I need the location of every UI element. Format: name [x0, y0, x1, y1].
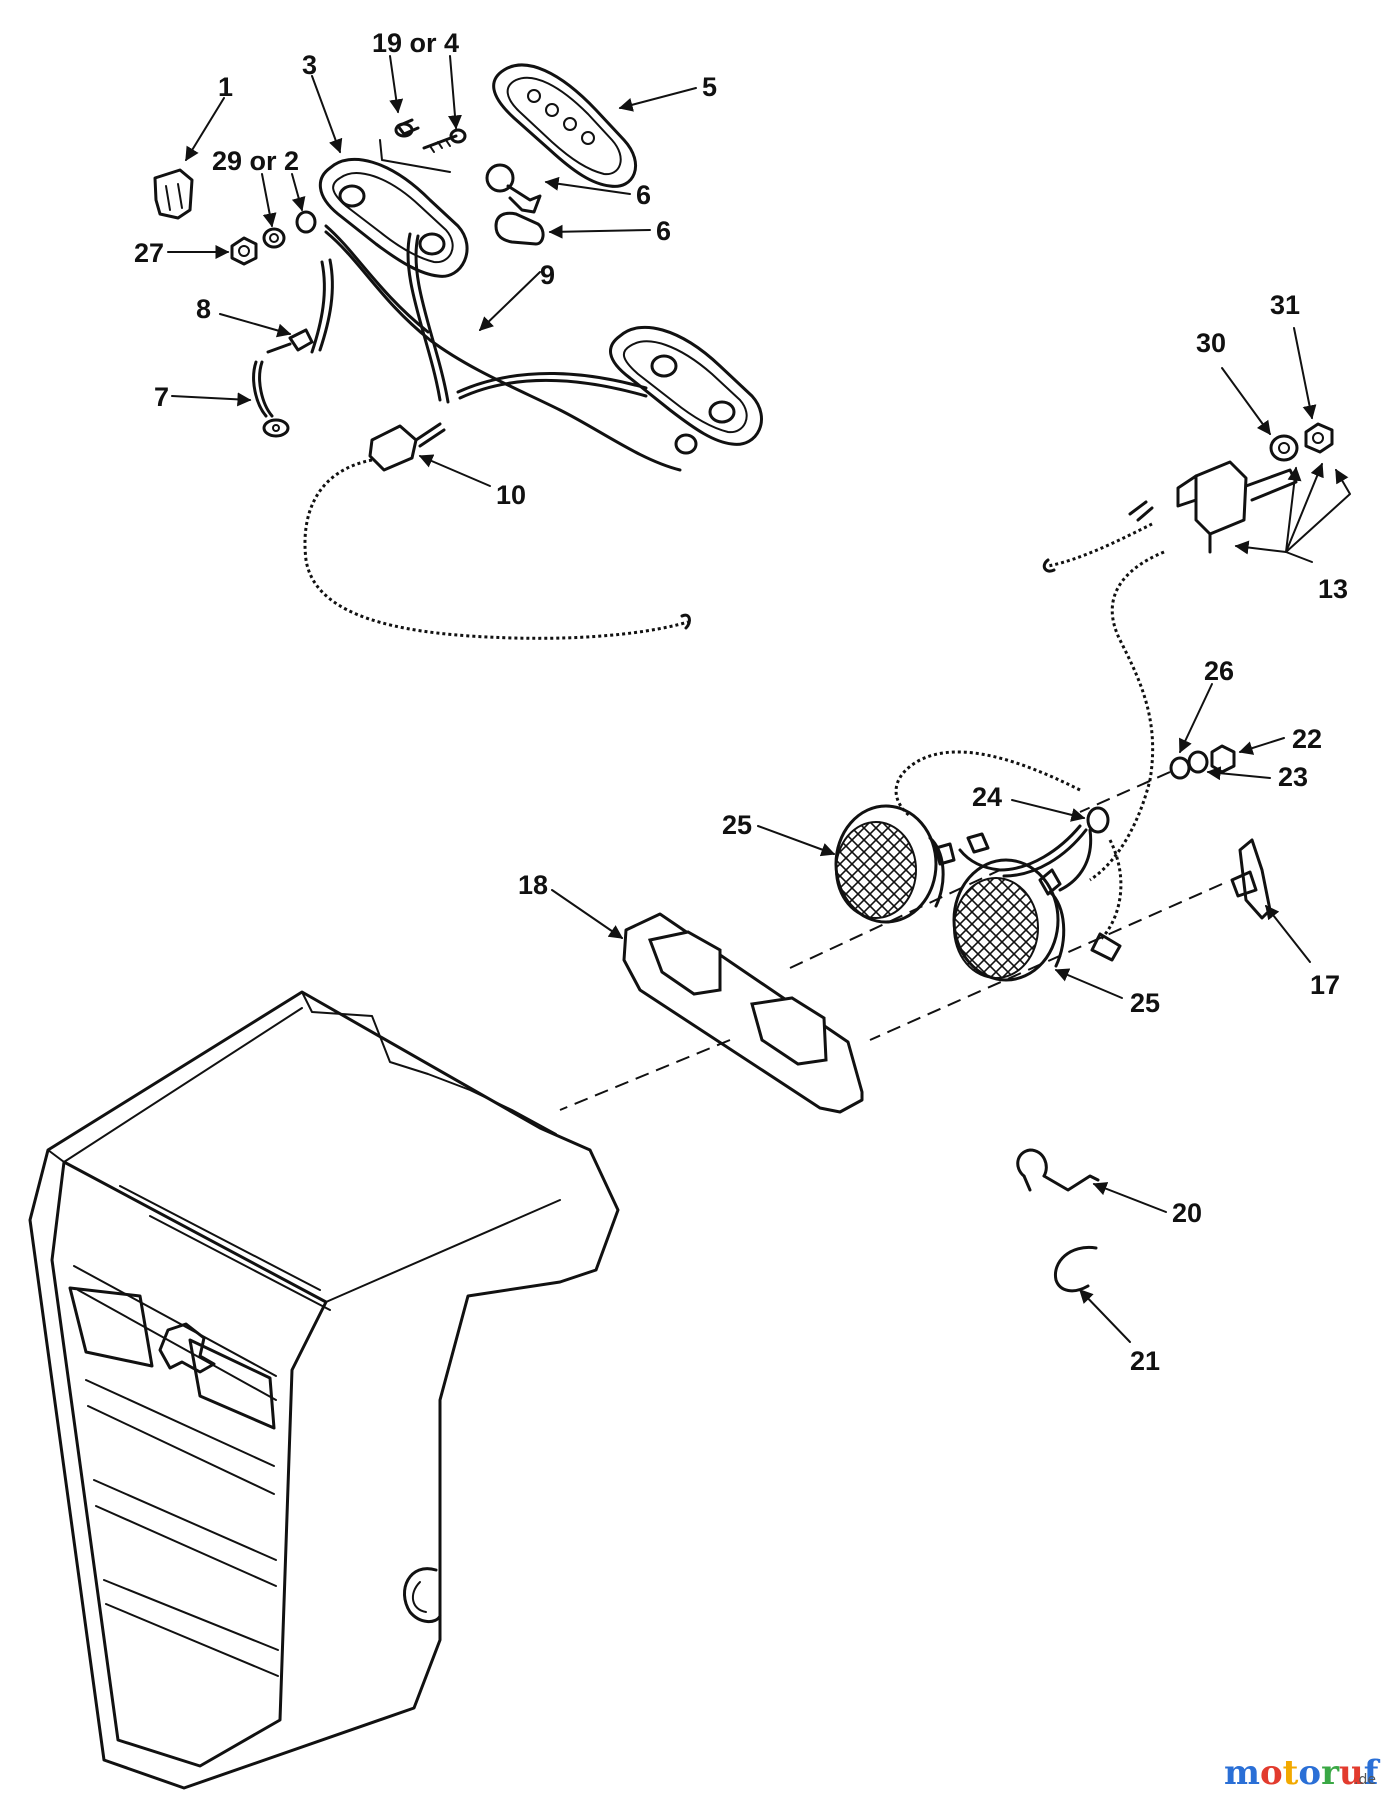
tail-lamp-lens — [492, 63, 637, 188]
callout-29-or-2: 29 or 2 — [212, 146, 299, 176]
clip-part — [153, 168, 194, 220]
callout-20: 20 — [1172, 1198, 1202, 1228]
callout-23: 23 — [1278, 762, 1308, 792]
callout-3: 3 — [302, 50, 317, 80]
bulbs — [485, 163, 545, 246]
callout-10: 10 — [496, 480, 526, 510]
callout-1: 1 — [218, 72, 233, 102]
wire-connector — [303, 422, 691, 640]
callout-19-or-4: 19 or 4 — [372, 28, 459, 58]
nut-and-washer — [230, 210, 317, 266]
callout-31: 31 — [1270, 290, 1300, 320]
terminal-and-ground-wire — [252, 328, 314, 438]
callout-25-lower: 25 — [1130, 988, 1160, 1018]
svg-text:.de: .de — [1354, 1772, 1376, 1788]
wiring-harness — [310, 224, 682, 472]
callout-25-upper: 25 — [722, 810, 752, 840]
callout-9: 9 — [540, 260, 555, 290]
callout-17: 17 — [1310, 970, 1340, 1000]
callout-30: 30 — [1196, 328, 1226, 358]
wire-clamp — [1016, 1148, 1100, 1192]
svg-text:motoruf: motoruf — [1224, 1753, 1381, 1793]
headlight-bezel — [559, 869, 1001, 1114]
tail-lamp-housing-left — [319, 157, 469, 278]
watermark-logo: motoruf .de — [1224, 1753, 1381, 1793]
callout-21: 21 — [1130, 1346, 1160, 1376]
headlight-lower — [952, 858, 1066, 982]
tail-lamp-housing-right — [609, 325, 763, 455]
retainer-ring — [1053, 1245, 1098, 1293]
nuts-and-washers — [1079, 744, 1236, 813]
mounting-bracket — [869, 838, 1272, 1041]
light-switch — [1042, 422, 1334, 882]
callout-13: 13 — [1318, 574, 1348, 604]
callout-22: 22 — [1292, 724, 1322, 754]
hood — [28, 990, 620, 1790]
callout-26: 26 — [1204, 656, 1234, 686]
callout-8: 8 — [196, 294, 211, 324]
callout-27: 27 — [134, 238, 164, 268]
callout-arrows — [167, 55, 1351, 1343]
callout-7: 7 — [154, 382, 169, 412]
callout-6-lower: 6 — [656, 216, 671, 246]
screws — [379, 118, 467, 173]
headlight-upper — [834, 804, 956, 924]
headlight-wiring — [894, 750, 1123, 962]
callout-24: 24 — [972, 782, 1002, 812]
callout-6-upper: 6 — [636, 180, 651, 210]
callout-5: 5 — [702, 72, 717, 102]
callout-labels: 1 3 19 or 4 5 29 or 2 6 6 27 9 8 7 10 30… — [134, 28, 1348, 1376]
callout-18: 18 — [518, 870, 548, 900]
